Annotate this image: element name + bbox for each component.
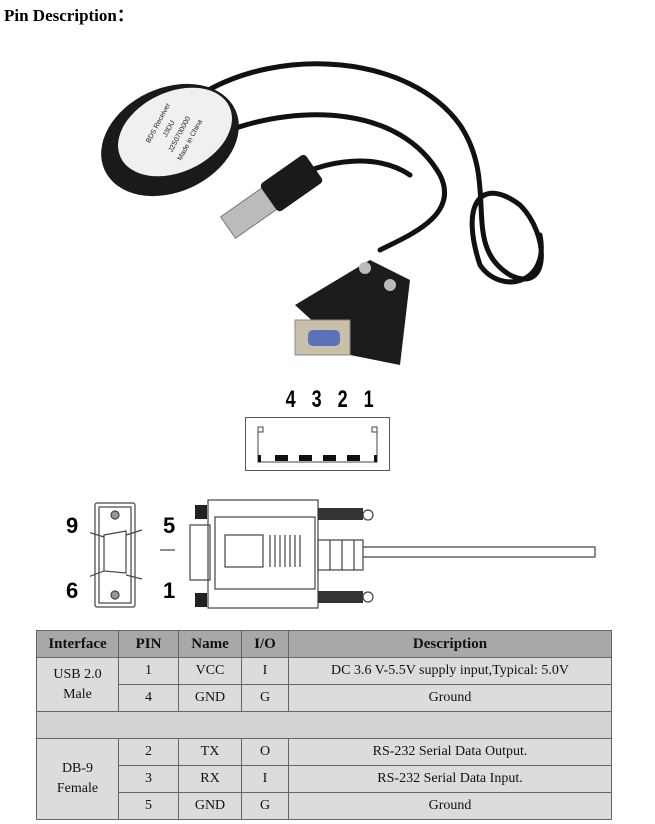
pin-cell: 2 (118, 738, 179, 766)
header-io: I/O (241, 630, 289, 658)
io-cell: G (241, 684, 289, 712)
header-pin: PIN (118, 630, 179, 658)
description-cell: DC 3.6 V-5.5V supply input,Typical: 5.0V (288, 657, 612, 685)
name-cell: VCC (178, 657, 242, 685)
usb-pin-label: 4 (285, 386, 297, 413)
table-row: 3 RX I RS-232 Serial Data Input. (37, 765, 612, 793)
interface-cell: USB 2.0 Male (36, 657, 119, 712)
db9-pin-label-6: 6 (66, 578, 79, 603)
description-cell: RS-232 Serial Data Output. (288, 738, 612, 766)
table-row: 5 GND G Ground (37, 792, 612, 820)
io-cell: I (241, 657, 289, 685)
table-header-row: Interface PIN Name I/O Description (36, 630, 612, 658)
description-cell: RS-232 Serial Data Input. (288, 765, 612, 793)
table-row: 4 GND G Ground (37, 684, 612, 712)
usb-pin-label: 1 (363, 386, 375, 413)
pin-cell: 3 (118, 765, 179, 793)
usb-connector-diagram (245, 417, 390, 471)
page-title: Pin Description： (4, 6, 134, 25)
name-cell: GND (178, 684, 242, 712)
io-cell: O (241, 738, 289, 766)
usb-pin-label: 3 (311, 386, 323, 413)
interface-label: USB 2.0 Male (53, 666, 102, 702)
usb-pin-label: 2 (337, 386, 349, 413)
name-cell: TX (178, 738, 242, 766)
header-interface: Interface (36, 630, 119, 658)
name-cell: GND (178, 792, 242, 820)
description-cell: Ground (288, 684, 612, 712)
db9-pin-label-1: 1 (163, 578, 176, 603)
pin-cell: 1 (118, 657, 179, 685)
db9-pin-label-5: 5 (163, 513, 176, 538)
io-cell: I (241, 765, 289, 793)
description-cell: Ground (288, 792, 612, 820)
spacer-cell (36, 711, 612, 739)
name-cell: RX (178, 765, 242, 793)
pin-cell: 5 (118, 792, 179, 820)
header-description: Description (288, 630, 612, 658)
db9-pin-label-9: 9 (66, 513, 79, 538)
interface-cell: DB-9 Female (36, 738, 119, 820)
interface-label: DB-9 Female (56, 761, 99, 796)
table-row: USB 2.0 Male 1 VCC I DC 3.6 V-5.5V suppl… (36, 657, 612, 712)
pin-description-table: Interface PIN Name I/O Description USB 2… (36, 630, 612, 820)
gps-receiver-photo: BDS Receiver J3DU J2S0700000 Made in Chi… (101, 61, 544, 365)
db9-connector-diagram (90, 499, 596, 609)
io-cell: G (241, 792, 289, 820)
table-row: DB-9 Female 2 TX O RS-232 Serial Data Ou… (36, 738, 612, 820)
table-spacer-row (36, 711, 612, 739)
header-name: Name (178, 630, 242, 658)
pin-cell: 4 (118, 684, 179, 712)
